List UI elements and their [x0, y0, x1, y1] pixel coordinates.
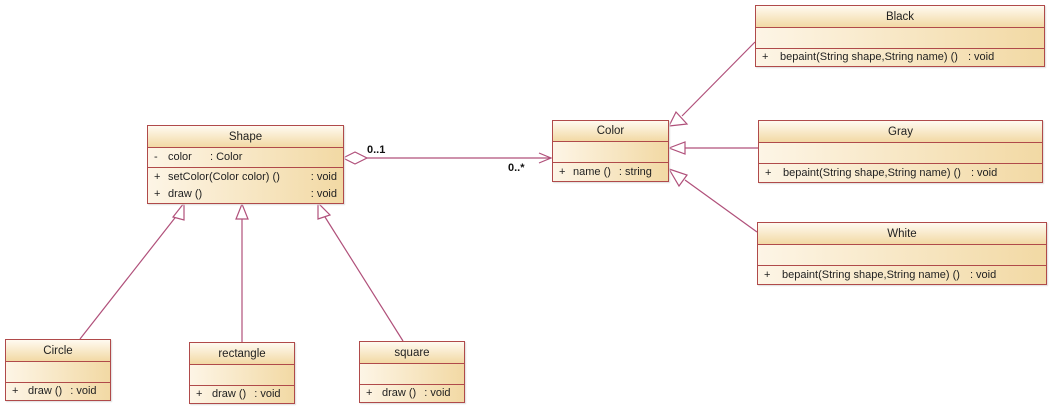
- attributes: [6, 361, 110, 382]
- class-gray[interactable]: Gray +bepaint(String shape,String name) …: [758, 120, 1043, 183]
- inheritance-triangle: [317, 201, 332, 220]
- class-name: Black: [756, 6, 1044, 27]
- attribute: -color: Color: [154, 151, 243, 163]
- generalization-white: [684, 179, 758, 233]
- operations: +draw (): void: [6, 382, 110, 400]
- generalization-square: [324, 216, 404, 342]
- operation: +setColor(Color color) (): void: [154, 170, 337, 183]
- inheritance-triangle: [235, 202, 249, 220]
- class-name: Shape: [148, 126, 343, 147]
- source-multiplicity: 0..1: [367, 144, 386, 156]
- attributes: [360, 363, 464, 384]
- class-rectangle[interactable]: rectangle +draw (): void: [189, 342, 295, 404]
- open-arrow-head: [538, 152, 553, 164]
- class-name: rectangle: [190, 343, 294, 364]
- inheritance-triangle: [667, 110, 689, 127]
- operation: +name (): string: [559, 165, 652, 178]
- operation: +draw (): void: [196, 388, 281, 400]
- generalization-circle: [79, 213, 179, 340]
- class-black[interactable]: Black +bepaint(String shape,String name)…: [755, 5, 1045, 67]
- class-square[interactable]: square +draw (): void: [359, 341, 465, 403]
- operation: +bepaint(String shape,String name) (): v…: [762, 51, 995, 63]
- operation: +bepaint(String shape,String name) (): v…: [765, 166, 998, 179]
- inheritance-triangle: [171, 201, 185, 221]
- class-shape[interactable]: Shape -color: Color +setColor(Color colo…: [147, 125, 344, 204]
- attributes: -color: Color: [148, 147, 343, 167]
- operations: +bepaint(String shape,String name) (): v…: [756, 48, 1044, 66]
- attributes: [756, 27, 1044, 48]
- class-white[interactable]: White +bepaint(String shape,String name)…: [757, 222, 1047, 285]
- operations: +draw (): void: [360, 384, 464, 402]
- operations: +bepaint(String shape,String name) (): v…: [758, 265, 1046, 284]
- inheritance-triangle: [667, 141, 686, 155]
- attributes: [759, 142, 1042, 163]
- operation: +draw (): void: [154, 187, 337, 200]
- inheritance-triangle: [667, 167, 688, 188]
- aggregation-diamond: [341, 151, 369, 165]
- attributes: [190, 364, 294, 385]
- operations: +setColor(Color color) (): void +draw ()…: [148, 167, 343, 203]
- operation: +bepaint(String shape,String name) (): v…: [764, 268, 997, 281]
- operations: +draw (): void: [190, 385, 294, 403]
- class-name: square: [360, 342, 464, 363]
- attributes: [758, 244, 1046, 265]
- target-multiplicity: 0..*: [508, 162, 525, 174]
- generalization-black: [681, 41, 756, 117]
- class-color[interactable]: Color +name (): string: [552, 120, 669, 182]
- class-circle[interactable]: Circle +draw (): void: [5, 339, 111, 401]
- operation: +draw (): void: [366, 387, 451, 399]
- class-name: Gray: [759, 121, 1042, 142]
- class-name: White: [758, 223, 1046, 244]
- operations: +name (): string: [553, 162, 668, 181]
- operations: +bepaint(String shape,String name) (): v…: [759, 163, 1042, 182]
- class-name: Circle: [6, 340, 110, 361]
- operation: +draw (): void: [12, 385, 97, 397]
- attributes: [553, 141, 668, 162]
- class-name: Color: [553, 121, 668, 141]
